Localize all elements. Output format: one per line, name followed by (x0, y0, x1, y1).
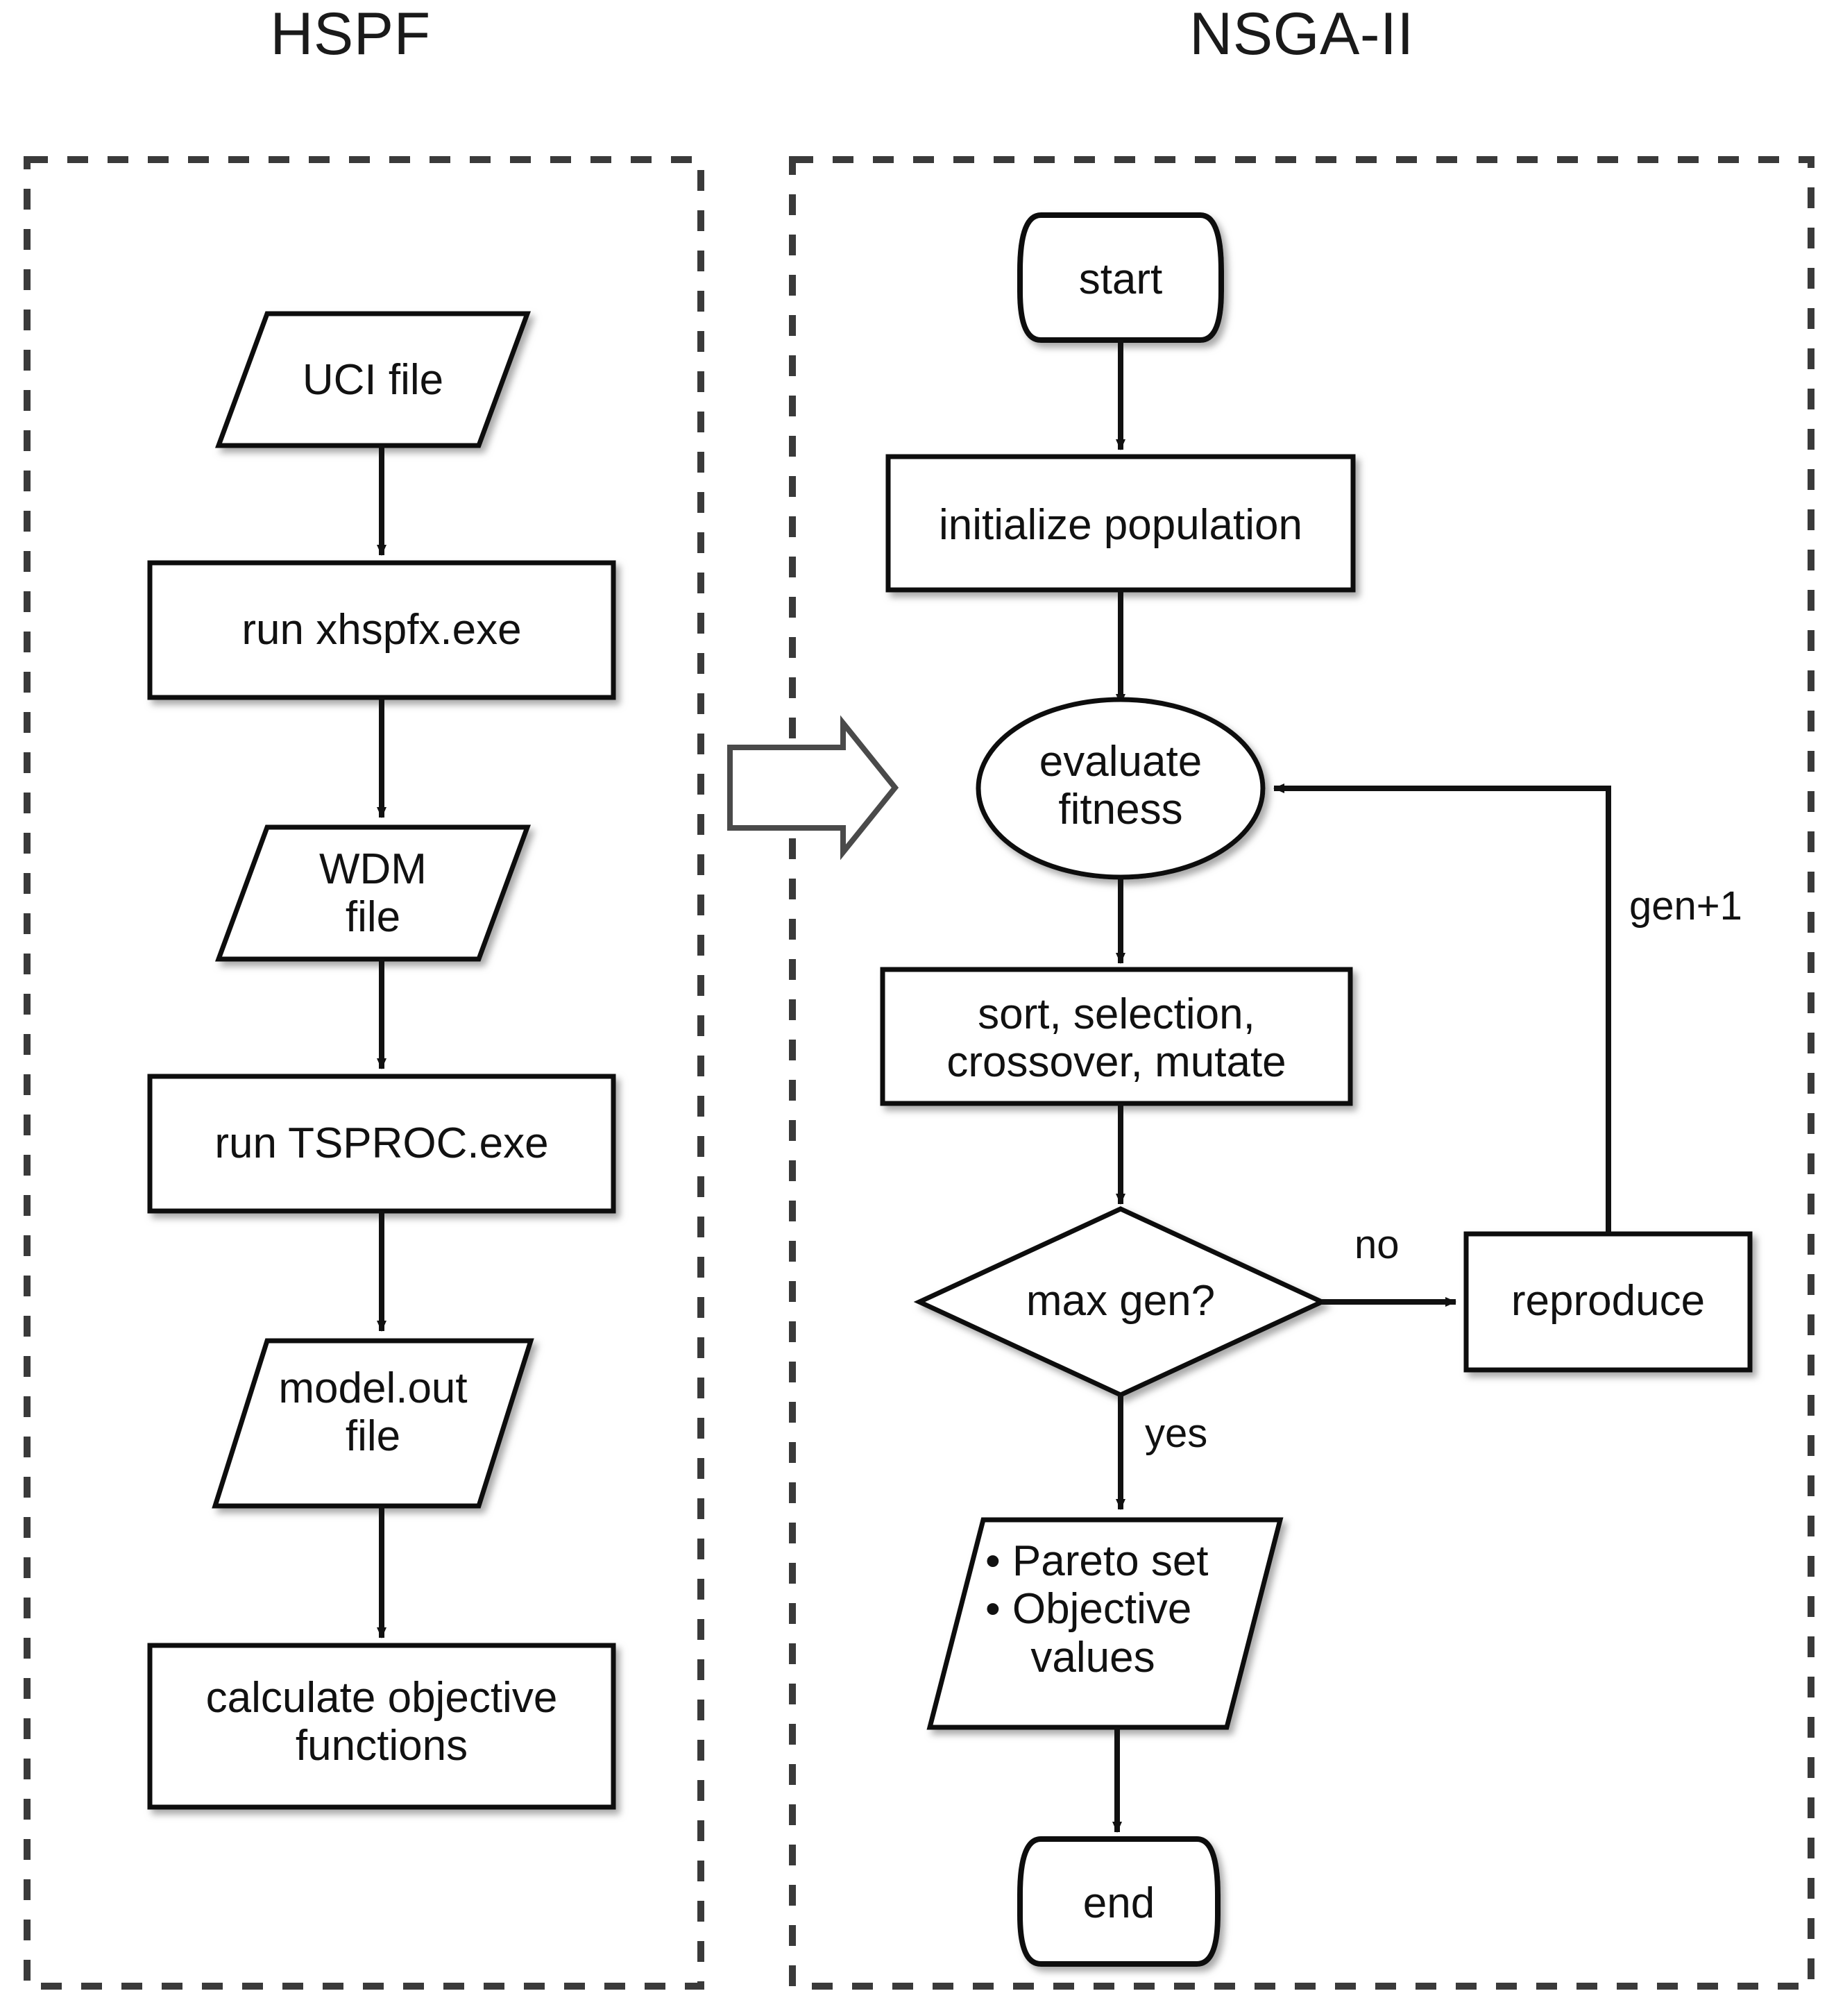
panel-title-nsga2: NSGA-II (1189, 1, 1414, 67)
shape-run-tsproc[interactable] (147, 1074, 616, 1214)
label-pareto-line1: • Pareto set (985, 1537, 1209, 1585)
shape-sort-selection-crossover-mutate[interactable] (880, 967, 1353, 1106)
label-pareto-output: • Pareto set • Objective values (985, 1537, 1284, 1682)
label-pareto-line3: values (1030, 1633, 1155, 1682)
label-wdm-file: WDM file (219, 845, 527, 942)
shape-uci-file[interactable] (214, 311, 532, 448)
label-sort-selection-crossover-mutate: sort, selection, crossover, mutate (883, 990, 1350, 1087)
shape-model-out-file[interactable] (212, 1338, 534, 1509)
label-model-out-file-line1: model.out (278, 1364, 468, 1412)
edge-label-no: no (1354, 1222, 1400, 1267)
label-evaluate-fitness-line2: fitness (1058, 786, 1183, 834)
edge-reproduce-to-evaluate-feedback (1273, 783, 1611, 1234)
shape-max-gen[interactable] (913, 1206, 1328, 1398)
label-wdm-file-line2: file (345, 893, 401, 942)
label-calculate-objective-functions: calculate objective functions (150, 1674, 613, 1770)
edge-label-gen-plus-one: gen+1 (1629, 883, 1742, 929)
shape-calculate-objective-functions[interactable] (147, 1643, 616, 1810)
label-calc-line1: calculate objective (205, 1674, 558, 1722)
shape-initialize-population[interactable] (885, 454, 1356, 593)
shape-end[interactable] (1017, 1836, 1221, 1967)
label-evaluate-fitness-line1: evaluate (1039, 738, 1202, 786)
label-model-out-file: model.out file (215, 1364, 531, 1461)
panel-connector-arrow-icon (727, 715, 899, 861)
shape-wdm-file[interactable] (214, 824, 532, 962)
edge-label-yes: yes (1145, 1411, 1208, 1456)
panel-border-hspf (24, 156, 704, 1990)
label-evaluate-fitness: evaluate fitness (978, 738, 1263, 834)
label-calc-line2: functions (295, 1722, 468, 1770)
label-sort-line1: sort, selection, (978, 990, 1255, 1038)
shape-pareto-output[interactable] (926, 1517, 1284, 1730)
panel-title-hspf: HSPF (270, 1, 431, 67)
shape-start[interactable] (1017, 212, 1224, 343)
panel-border-nsga2 (789, 156, 1814, 1990)
shape-run-xhspfx[interactable] (147, 560, 616, 700)
label-sort-line2: crossover, mutate (946, 1038, 1286, 1087)
label-model-out-file-line2: file (345, 1412, 401, 1461)
label-wdm-file-line1: WDM (319, 845, 427, 893)
label-pareto-line2: • Objective (985, 1585, 1192, 1634)
shape-reproduce[interactable] (1463, 1231, 1753, 1373)
